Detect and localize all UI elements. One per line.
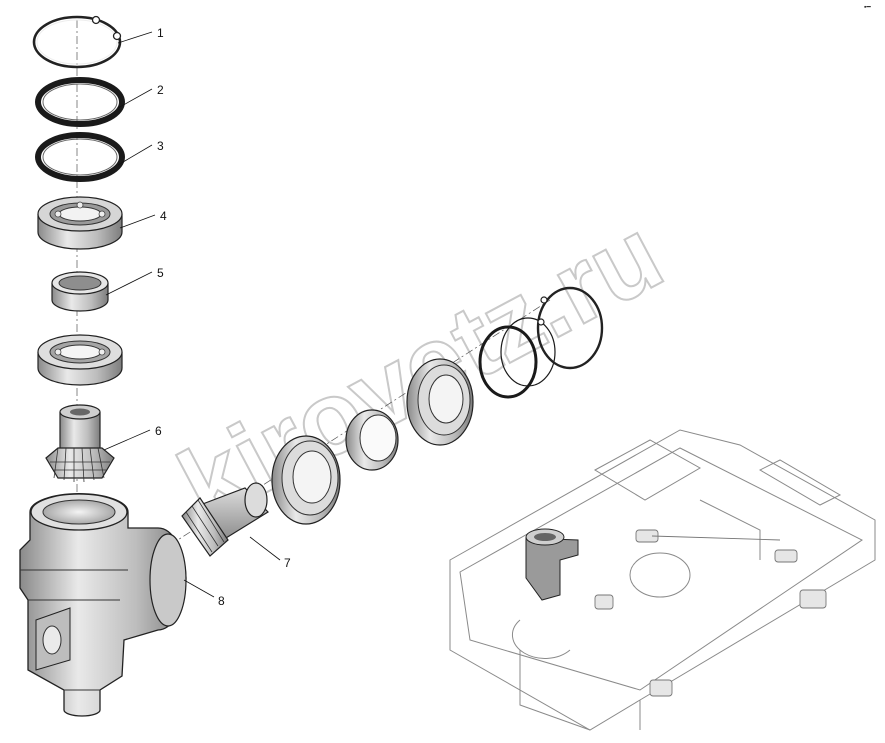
- part-2-seal-ring: [35, 77, 125, 127]
- callout-4: 4: [119, 209, 167, 229]
- svg-text:2: 2: [157, 83, 164, 97]
- callout-1: 1: [117, 26, 164, 44]
- part-7-bevel-pinion: [181, 482, 269, 557]
- part-4-ball-bearing: [37, 196, 123, 250]
- assembly-fittings: [594, 529, 827, 697]
- diagonal-spacer: [345, 409, 399, 471]
- svg-text:8: 8: [218, 594, 225, 608]
- callout-3: 3: [117, 139, 164, 166]
- diagonal-ball-bearing-2: [406, 358, 474, 446]
- lower-ball-bearing: [37, 334, 123, 386]
- transmission-housing-outline: [449, 429, 876, 731]
- svg-text:7: 7: [284, 556, 291, 570]
- corner-mark: ▪︎━: [864, 4, 871, 11]
- diagonal-seal-ring-b: [500, 317, 556, 387]
- assembly-highlighted-part: [525, 528, 579, 601]
- part-8-gear-housing: [19, 493, 187, 717]
- callout-8: 8: [183, 579, 225, 608]
- callout-7: 7: [249, 536, 291, 570]
- svg-text:1: 1: [157, 26, 164, 40]
- svg-text:6: 6: [155, 424, 162, 438]
- part-5-spacer-bushing: [51, 271, 109, 312]
- diagonal-retaining-ring: [536, 286, 604, 370]
- part-6-bevel-gear-shaft: [45, 404, 115, 483]
- svg-text:4: 4: [160, 209, 167, 223]
- callout-5: 5: [105, 266, 164, 296]
- svg-text:3: 3: [157, 139, 164, 153]
- callout-2: 2: [117, 83, 164, 109]
- part-3-seal-ring: [35, 132, 125, 182]
- svg-text:5: 5: [157, 266, 164, 280]
- diagonal-ball-bearing: [271, 435, 341, 525]
- diagonal-seal-ring-a: [478, 325, 538, 399]
- callout-6: 6: [103, 424, 162, 451]
